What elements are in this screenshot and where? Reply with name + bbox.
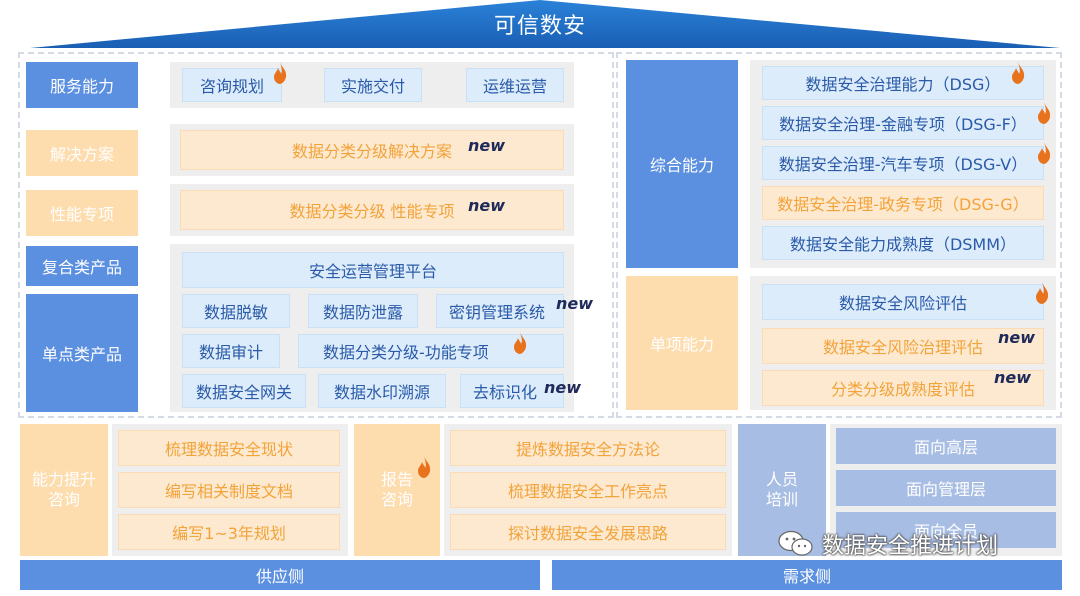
risk-assessment-item: 数据安全风险评估 — [762, 284, 1044, 320]
training-item-all-staff: 面向全员 — [836, 512, 1056, 548]
capability-consulting-label: 能力提升咨询 — [20, 424, 108, 556]
product-key-management: 密钥管理系统 — [436, 294, 564, 328]
supply-side-bar: 供应侧 — [20, 560, 540, 590]
demand-side-bar: 需求侧 — [552, 560, 1062, 590]
solution-item: 数据分类分级解决方案 — [180, 130, 564, 170]
product-data-masking: 数据脱敏 — [182, 294, 290, 328]
product-watermark-tracing: 数据水印溯源 — [318, 374, 446, 408]
flame-icon — [1012, 62, 1025, 84]
product-classification-feature: 数据分类分级-功能专项 — [298, 334, 564, 368]
watermark: 数据安全推进计划 — [778, 528, 998, 560]
dsg-g-item: 数据安全治理-政务专项（DSG-G） — [762, 186, 1044, 220]
new-badge: new — [468, 196, 506, 215]
classification-maturity-item: 分类分级成熟度评估 — [762, 370, 1044, 406]
capability-item: 编写1~3年规划 — [118, 514, 340, 550]
dsmm-item: 数据安全能力成熟度（DSMM） — [762, 226, 1044, 260]
product-dlp: 数据防泄露 — [308, 294, 418, 328]
capability-item: 编写相关制度文档 — [118, 472, 340, 508]
service-item-operations: 运维运营 — [466, 68, 564, 102]
flame-icon — [1038, 102, 1051, 124]
wechat-icon — [778, 530, 813, 556]
training-text: 人员培训 — [765, 470, 798, 509]
flame-icon — [1038, 142, 1051, 164]
training-item-executives: 面向高层 — [836, 428, 1056, 464]
service-item-consulting: 咨询规划 — [182, 68, 282, 102]
report-consulting-text: 报告咨询 — [380, 470, 413, 509]
dsg-v-item: 数据安全治理-汽车专项（DSG-V） — [762, 146, 1044, 180]
flame-icon — [418, 456, 431, 478]
composite-product-label: 复合类产品 — [26, 246, 138, 286]
report-item: 梳理数据安全工作亮点 — [450, 472, 726, 508]
product-security-gateway: 数据安全网关 — [182, 374, 306, 408]
capability-item: 梳理数据安全现状 — [118, 430, 340, 466]
training-item-managers: 面向管理层 — [836, 470, 1056, 506]
service-item-delivery: 实施交付 — [324, 68, 422, 102]
new-badge: new — [556, 294, 594, 313]
new-badge: new — [544, 378, 582, 397]
capability-consulting-text: 能力提升咨询 — [32, 470, 97, 509]
watermark-text: 数据安全推进计划 — [822, 534, 999, 559]
report-item: 提炼数据安全方法论 — [450, 430, 726, 466]
report-consulting-label: 报告咨询 — [354, 424, 440, 556]
page-title: 可信数安 — [493, 14, 586, 39]
product-de-identification: 去标识化 — [460, 374, 564, 408]
single-capability-label: 单项能力 — [626, 276, 738, 410]
product-data-audit: 数据审计 — [182, 334, 280, 368]
service-capability-label: 服务能力 — [26, 62, 138, 108]
comprehensive-capability-label: 综合能力 — [626, 60, 738, 268]
dsg-f-item: 数据安全治理-金融专项（DSG-F） — [762, 106, 1044, 140]
flame-icon — [514, 332, 527, 354]
performance-label: 性能专项 — [26, 190, 138, 236]
flame-icon — [1036, 282, 1049, 304]
new-badge: new — [468, 136, 506, 155]
roof-banner — [30, 0, 1060, 48]
solution-label: 解决方案 — [26, 130, 138, 176]
new-badge: new — [994, 368, 1032, 387]
flame-icon — [274, 62, 287, 84]
composite-product-item: 安全运营管理平台 — [182, 252, 564, 288]
new-badge: new — [998, 328, 1036, 347]
dsg-item: 数据安全治理能力（DSG） — [762, 66, 1044, 100]
performance-item: 数据分类分级 性能专项 — [180, 190, 564, 230]
risk-governance-assessment-item: 数据安全风险治理评估 — [762, 328, 1044, 364]
single-product-label: 单点类产品 — [26, 294, 138, 412]
report-item: 探讨数据安全发展思路 — [450, 514, 726, 550]
